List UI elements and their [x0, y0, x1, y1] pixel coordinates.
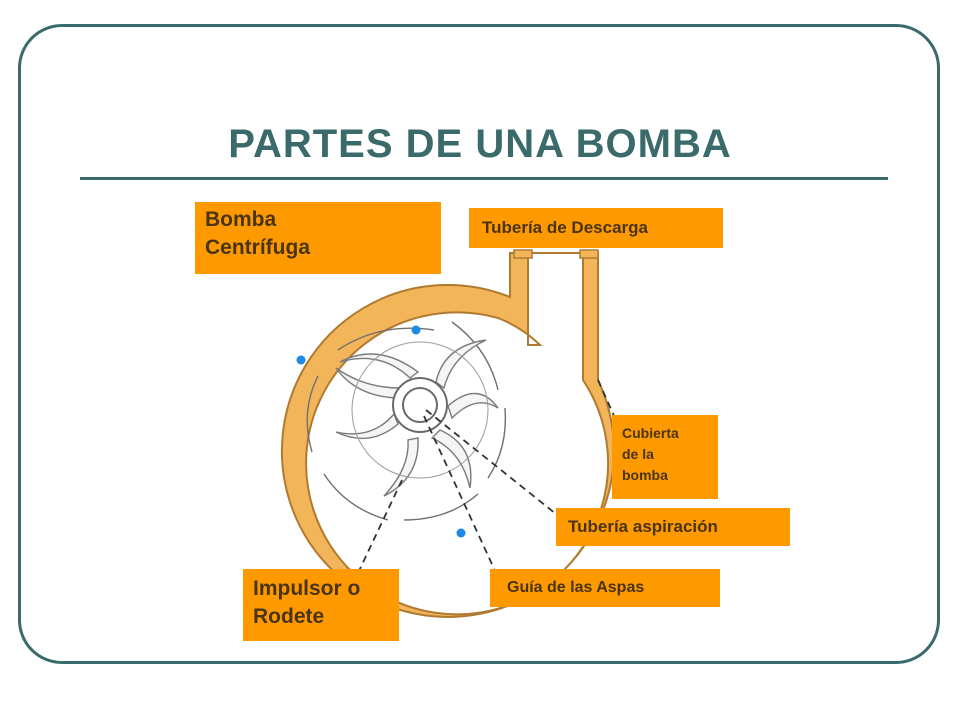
impeller-blades: [335, 339, 499, 497]
guide-vanes: [306, 321, 507, 521]
title-divider: [80, 177, 888, 180]
discharge-lip-right: [579, 249, 599, 259]
label-centrifugal-pump-line1: Bomba: [205, 208, 277, 231]
label-centrifugal-pump: Bomba Centrífuga: [195, 202, 441, 274]
impeller-hub-inner: [402, 387, 438, 423]
fluid-dot: [411, 325, 421, 335]
discharge-lip-left: [513, 249, 533, 259]
fluid-dot: [296, 355, 306, 365]
label-discharge-pipe: Tubería de Descarga: [469, 208, 723, 248]
label-pump-cover-line3: bomba: [622, 467, 668, 483]
label-impeller-line1: Impulsor o: [253, 577, 361, 600]
label-pump-cover-line2: de la: [622, 446, 654, 462]
label-centrifugal-pump-line2: Centrífuga: [205, 236, 310, 259]
label-suction-pipe: Tubería aspiración: [556, 508, 790, 546]
label-pump-cover: Cubierta de la bomba: [612, 415, 718, 499]
label-pump-cover-line1: Cubierta: [622, 425, 679, 441]
fluid-dot: [456, 528, 466, 538]
impeller-ring: [351, 341, 489, 479]
slide-title: PARTES DE UNA BOMBA: [228, 122, 732, 166]
label-impeller-line2: Rodete: [253, 605, 325, 628]
leader-lines: [357, 379, 616, 574]
label-vane-guide: Guía de las Aspas: [490, 569, 720, 607]
label-impeller: Impulsor o Rodete: [243, 569, 399, 641]
